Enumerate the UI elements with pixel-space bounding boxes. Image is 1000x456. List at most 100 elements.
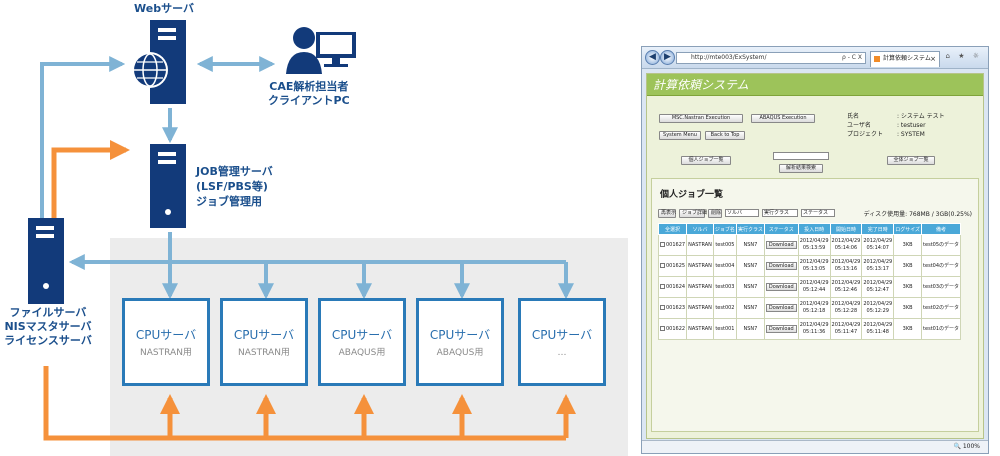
job-server-label-line3: ジョブ管理用 xyxy=(196,195,262,208)
log-size-cell: 3KB xyxy=(893,276,923,298)
submit-time: 05:12:18 xyxy=(802,308,826,314)
job-select-cell[interactable]: 001625 xyxy=(657,255,688,277)
job-select-cell[interactable]: 001622 xyxy=(657,318,688,340)
abaqus-button[interactable]: ABAQUS Execution xyxy=(751,114,815,123)
start-date: 2012/04/29 xyxy=(831,280,861,286)
cpu-server-sub: ABAQUS用 xyxy=(436,348,484,358)
row-checkbox[interactable] xyxy=(660,283,665,289)
system-diagram xyxy=(28,20,628,456)
search-input[interactable] xyxy=(773,152,829,160)
back-to-top-button[interactable]: Back to Top xyxy=(705,131,745,140)
row-checkbox[interactable] xyxy=(660,241,665,247)
status-cell: Download xyxy=(763,255,799,277)
job-id: 001622 xyxy=(666,325,686,332)
submit-time: 05:13:59 xyxy=(802,245,826,251)
job-detail-button[interactable]: ジョブ詳細 xyxy=(679,209,707,218)
job-select-cell[interactable]: 001627 xyxy=(657,234,688,256)
col-select-all[interactable]: 全選択 xyxy=(657,223,688,235)
file-server-label-line3: ライセンスサーバ xyxy=(4,334,92,347)
download-button[interactable]: Download xyxy=(765,304,797,312)
user-name-label: 氏名 xyxy=(847,113,860,120)
system-menu-button[interactable]: System Menu xyxy=(659,131,701,140)
download-button[interactable]: Download xyxy=(765,262,797,270)
back-arrow-icon[interactable]: ◀ xyxy=(645,50,660,65)
status-select[interactable]: ステータス xyxy=(801,209,835,217)
note-cell: test02のデータ xyxy=(921,297,962,319)
download-button[interactable]: Download xyxy=(765,325,797,333)
exec-class-select[interactable]: 実行クラス xyxy=(762,209,798,217)
zoom-icon[interactable]: 🔍 xyxy=(953,443,961,450)
submit-date: 2012/04/29 xyxy=(799,322,829,328)
job-select-cell[interactable]: 001624 xyxy=(657,276,688,298)
client-label-line1: CAE解析担当者 xyxy=(269,80,349,93)
result-search-button[interactable]: 解析結果検索 xyxy=(779,164,823,173)
col-header: ログサイズ xyxy=(893,223,923,235)
job-id: 001627 xyxy=(666,241,686,248)
end-date: 2012/04/29 xyxy=(863,259,893,265)
end-date: 2012/04/29 xyxy=(863,280,893,286)
address-bar-icons[interactable]: ρ - C X xyxy=(842,54,862,61)
download-button[interactable]: Download xyxy=(765,283,797,291)
toolbar-icons[interactable]: ⌂ ★ ☼ xyxy=(945,52,982,60)
web-server-label: Webサーバ xyxy=(134,2,194,15)
delete-button[interactable]: 削除 xyxy=(708,209,722,218)
job-id: 001623 xyxy=(666,304,686,311)
job-name-cell: test003 xyxy=(712,276,737,298)
cpu-server-sub: NASTRAN用 xyxy=(140,348,192,358)
user-name-value: : システム テスト xyxy=(897,113,945,120)
col-header: ソルバ xyxy=(686,223,714,235)
forward-arrow-icon[interactable]: ▶ xyxy=(660,50,675,65)
cpu-server-box: CPUサーバ … xyxy=(518,298,606,386)
start-date: 2012/04/29 xyxy=(831,322,861,328)
solver-select[interactable]: ソルバ xyxy=(725,209,759,217)
download-button[interactable]: Download xyxy=(765,241,797,249)
client-label: CAE解析担当者 クライアントPC xyxy=(268,80,350,108)
zoom-level[interactable]: 100% xyxy=(962,443,980,450)
cpu-server-box: CPUサーバ ABAQUS用 xyxy=(416,298,504,386)
close-icon[interactable]: × xyxy=(930,55,936,63)
job-select-cell[interactable]: 001623 xyxy=(657,297,688,319)
all-jobs-button[interactable]: 全体ジョブ一覧 xyxy=(887,156,935,165)
address-bar[interactable]: http://mte003/ExSystem/ xyxy=(676,52,866,64)
job-id: 001624 xyxy=(666,283,686,290)
exec-class-cell: NSN7 xyxy=(735,255,765,277)
submit-time: 05:13:05 xyxy=(802,266,826,272)
msc-nastran-button[interactable]: MSC.Nastran Execution xyxy=(659,114,743,123)
note-cell: test04のデータ xyxy=(921,255,962,277)
tab-title: 計算依頼システム xyxy=(883,55,931,62)
row-checkbox[interactable] xyxy=(660,304,665,310)
job-name-cell: test004 xyxy=(712,255,737,277)
solver-cell: NASTRAN xyxy=(686,318,714,340)
end-time: 05:14:07 xyxy=(866,245,889,251)
job-server-label-line2: (LSF/PBS等) xyxy=(196,180,268,193)
cpu-server-title: CPUサーバ xyxy=(429,328,491,342)
cpu-server-box: CPUサーバ ABAQUS用 xyxy=(318,298,406,386)
col-header: 備考 xyxy=(921,223,962,235)
personal-jobs-button[interactable]: 個人ジョブ一覧 xyxy=(681,156,731,165)
submit-date: 2012/04/29 xyxy=(799,301,829,307)
license-lines xyxy=(43,140,576,441)
cpu-server-title: CPUサーバ xyxy=(531,328,593,342)
end-date: 2012/04/29 xyxy=(863,301,893,307)
note-cell: test01のデータ xyxy=(921,318,962,340)
refresh-button[interactable]: 再表示 xyxy=(658,209,676,218)
job-name-cell: test001 xyxy=(712,318,737,340)
start-time: 05:12:28 xyxy=(834,308,858,314)
user-id-label: ユーザ名 xyxy=(847,122,871,129)
start-time: 05:11:47 xyxy=(834,329,858,335)
row-checkbox[interactable] xyxy=(660,325,665,331)
project-label: プロジェクト xyxy=(847,131,884,138)
solver-cell: NASTRAN xyxy=(686,255,714,277)
row-checkbox[interactable] xyxy=(660,262,665,268)
solver-cell: NASTRAN xyxy=(686,234,714,256)
submit-time: 05:12:44 xyxy=(802,287,826,293)
browser-tab[interactable]: 計算依頼システム × xyxy=(870,51,940,67)
web-server-icon xyxy=(132,20,186,104)
log-size-cell: 3KB xyxy=(893,297,923,319)
